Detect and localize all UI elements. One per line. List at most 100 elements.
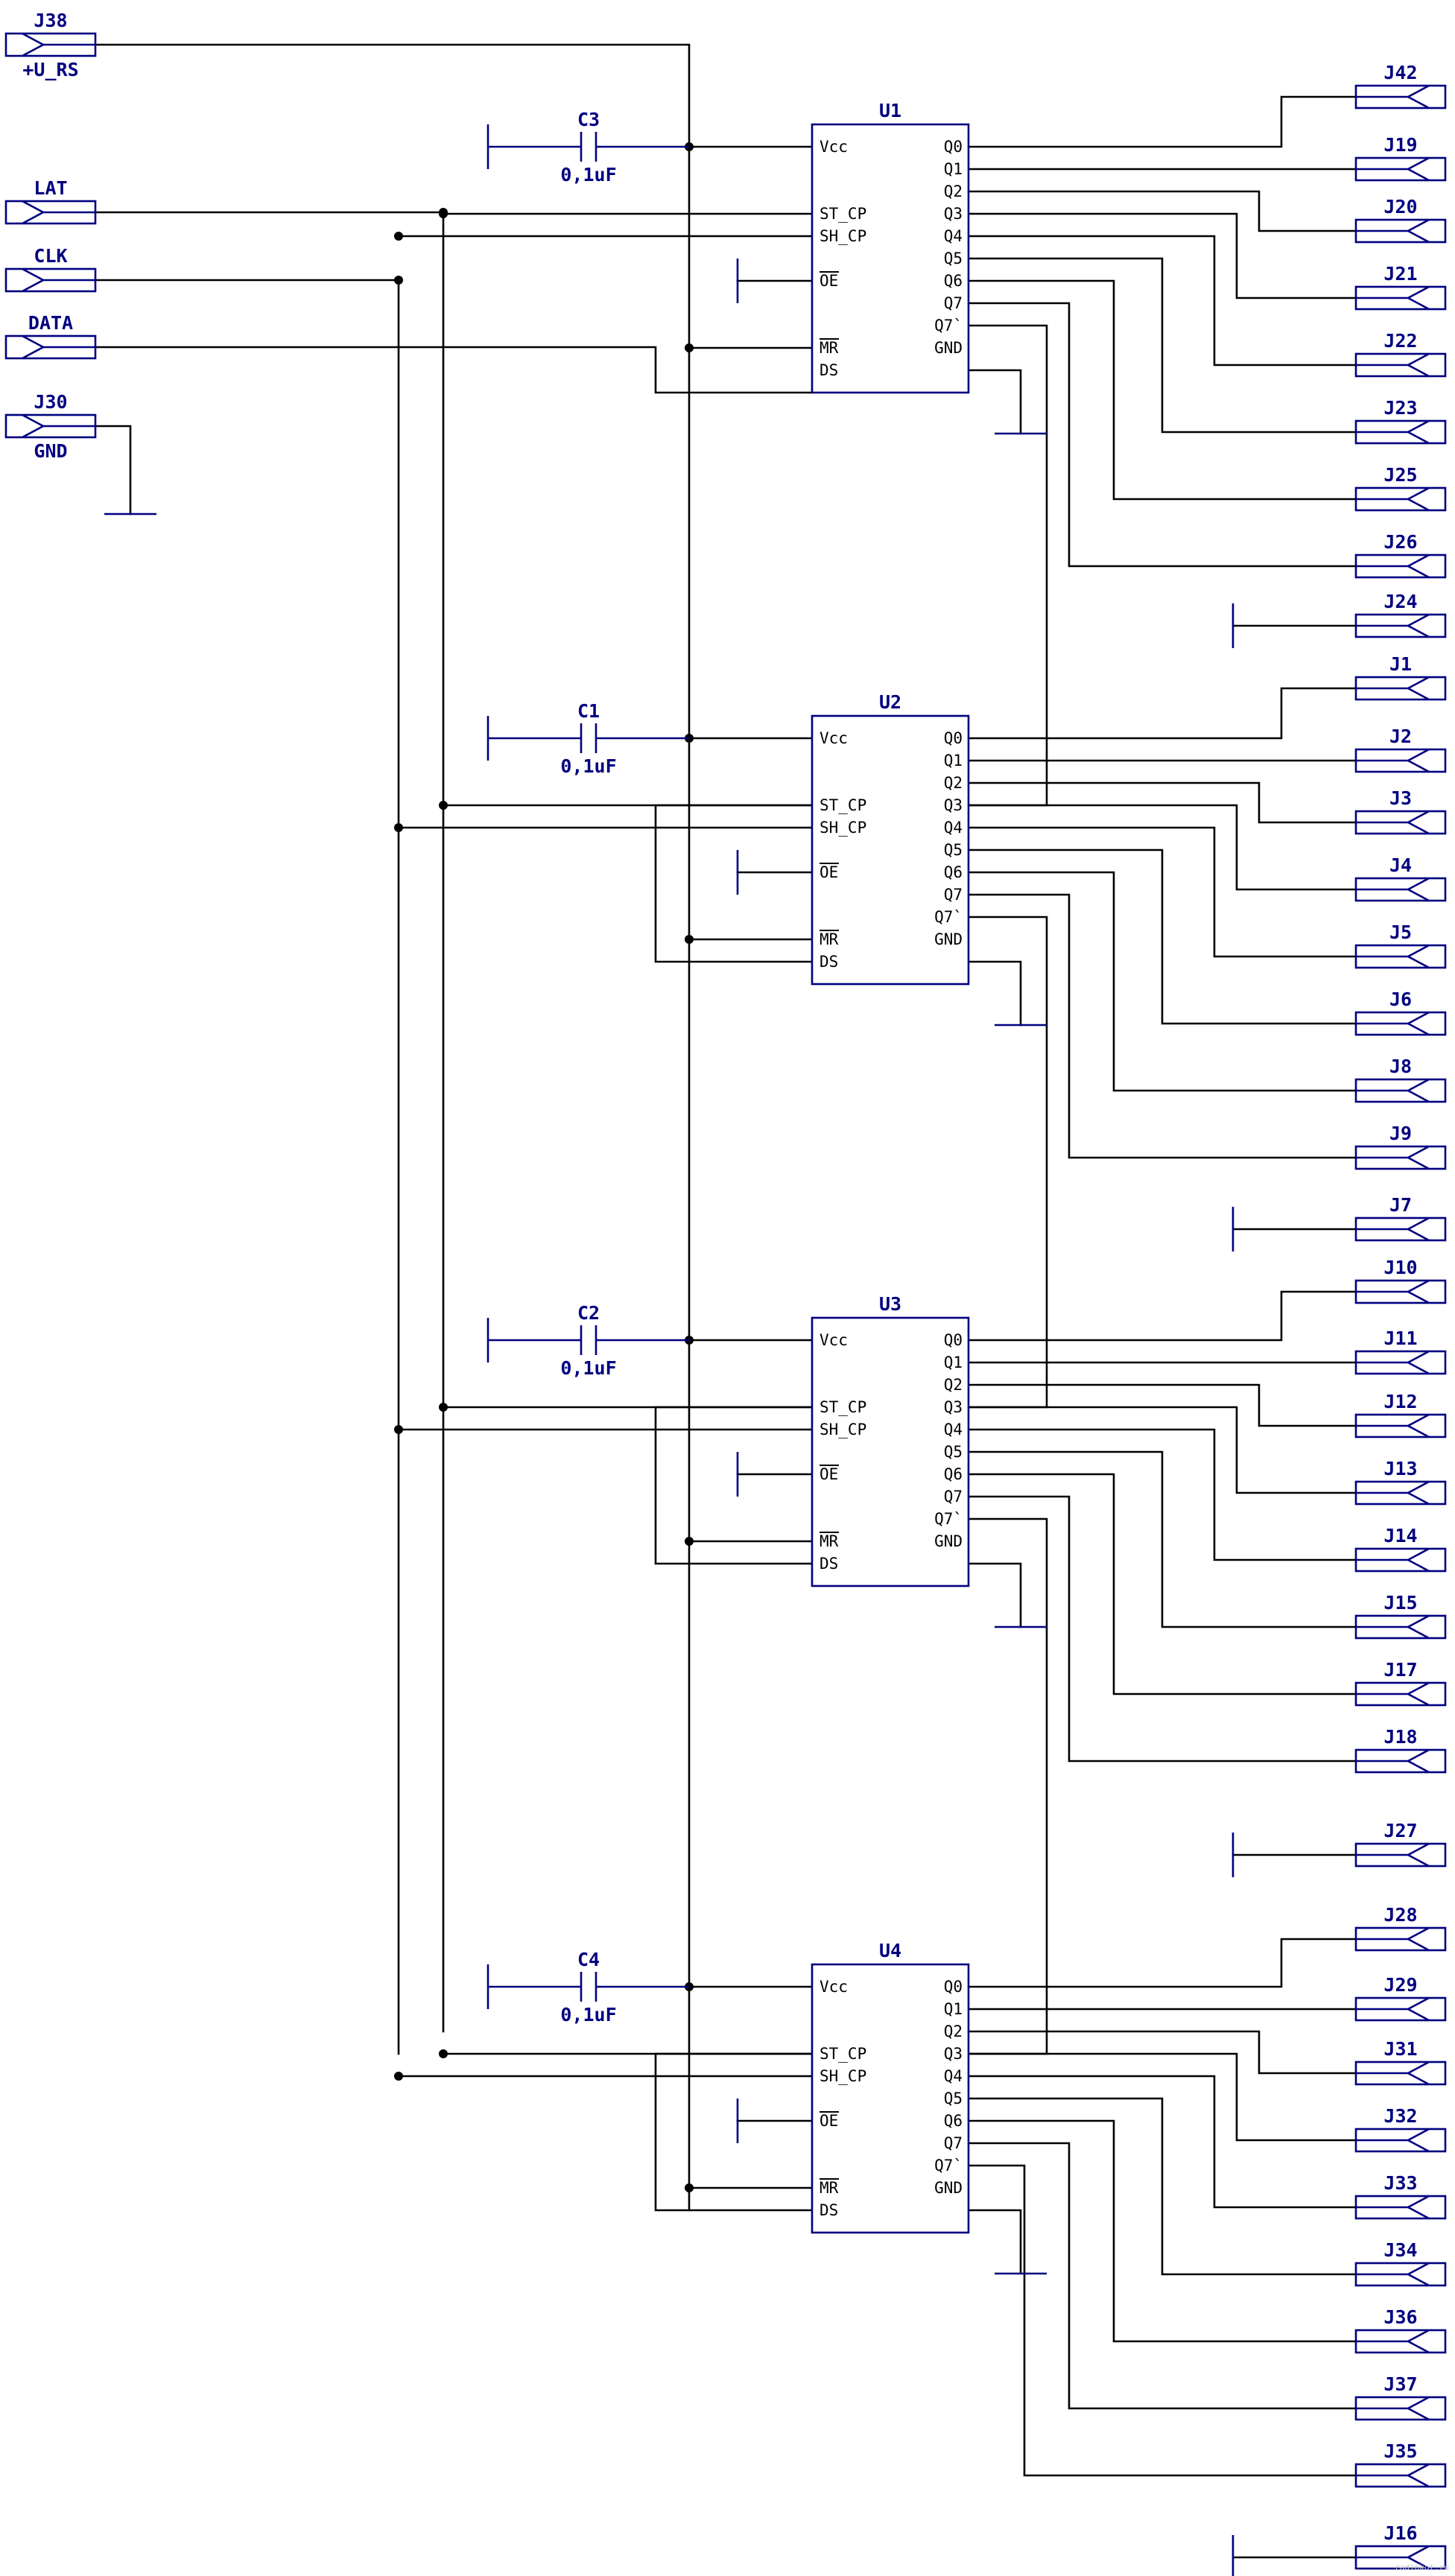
pin-sh_cp: SH_CP <box>820 819 866 837</box>
connector-label: J16 <box>1383 2522 1417 2544</box>
output-wire <box>967 190 1357 232</box>
capacitor-c4: C40,1uF <box>488 1949 689 2025</box>
connector-chevron <box>1406 1748 1430 1774</box>
output-wire <box>967 2119 1357 2343</box>
pin-st_cp: ST_CP <box>820 2045 866 2063</box>
connector-chevron <box>1406 748 1430 773</box>
connector-label: J26 <box>1383 531 1417 553</box>
connector-chevron <box>1406 486 1430 512</box>
pin-1: Q1 <box>944 1354 963 1371</box>
connector-chevron <box>1406 1842 1430 1868</box>
pin-1: Q1 <box>944 752 963 770</box>
vcc-bus <box>94 43 691 2212</box>
output-wire <box>967 871 1357 1092</box>
connector-j26: J26 <box>1354 531 1447 579</box>
gnd-wire <box>967 2209 1022 2275</box>
output-wire <box>967 687 1357 740</box>
output-wire <box>967 1406 1357 1494</box>
output-wire <box>967 1383 1357 1427</box>
connector-j14: J14 <box>1354 1525 1447 1573</box>
connector-chevron <box>1406 218 1430 244</box>
pin-3: Q3 <box>944 205 963 223</box>
pin-5: Q5 <box>944 2090 963 2107</box>
pin-5: Q5 <box>944 841 963 859</box>
junction-dot <box>439 801 448 810</box>
pin-mr: MR <box>820 1532 839 1550</box>
net-label: +U_RS <box>22 59 78 80</box>
pin-6: Q6 <box>944 863 963 881</box>
pin-1: Q1 <box>944 160 963 178</box>
output-wire <box>967 235 1357 367</box>
pin-oe: OE <box>820 272 838 290</box>
connector-label: J18 <box>1383 1726 1417 1748</box>
connector-chevron <box>1406 419 1430 445</box>
junction-dot <box>439 1403 448 1412</box>
connector-label: J35 <box>1383 2440 1417 2462</box>
pin-3: Q3 <box>944 1398 963 1416</box>
connector-label: J10 <box>1383 1257 1417 1278</box>
ic-u1: U1VccST_CPSH_CPOEMRDSQ0Q1Q2Q3Q4Q5Q6Q7Q7`… <box>811 100 970 394</box>
junction-dot <box>394 232 403 241</box>
pin-0: Q0 <box>944 729 963 747</box>
connector-j37: J37 <box>1354 2373 1447 2421</box>
pin-sh_cp: SH_CP <box>820 2067 866 2085</box>
pin-st_cp: ST_CP <box>820 796 866 814</box>
ic-u2: U2VccST_CPSH_CPOEMRDSQ0Q1Q2Q3Q4Q5Q6Q7Q7`… <box>811 691 970 986</box>
connector-j10: J10 <box>1354 1257 1447 1304</box>
output-wire <box>967 893 1357 1159</box>
connector-chevron <box>1406 2128 1430 2153</box>
connector-chevron <box>1406 285 1430 311</box>
connector-j24: J24 <box>1354 591 1447 638</box>
pin-ds: DS <box>820 1555 838 1573</box>
connector-label: J29 <box>1383 1974 1417 1996</box>
connector-j17: J17 <box>1354 1659 1447 1707</box>
connector-j2: J2 <box>1354 726 1447 773</box>
pin-6: Q6 <box>944 272 963 290</box>
connector-label: J25 <box>1383 464 1417 486</box>
output-wire <box>967 848 1357 1025</box>
pin-9: GND <box>934 930 963 948</box>
connector-chevron <box>1406 1413 1430 1438</box>
connector-chevron <box>1406 1614 1430 1640</box>
connector-label: J38 <box>34 10 67 31</box>
output-wire <box>967 2075 1357 2209</box>
pin-oe: OE <box>820 1465 838 1483</box>
capacitor-label: C1 <box>577 700 600 722</box>
output-wire <box>967 2142 1357 2410</box>
connector-chevron <box>1406 1996 1430 2022</box>
pin-7: Q7 <box>944 1488 963 1506</box>
connector-chevron <box>1406 2262 1430 2287</box>
pin-sh_cp: SH_CP <box>820 1421 866 1438</box>
junction-dot <box>394 276 403 285</box>
capacitor-c2: C2 0,1uF <box>488 1302 689 1379</box>
connector-label: J36 <box>1383 2306 1417 2328</box>
output-wire <box>967 1290 1357 1342</box>
pin-mr: MR <box>820 339 839 357</box>
output-wire <box>967 2030 1357 2075</box>
junction-dot <box>394 1425 403 1434</box>
pin-8: Q7` <box>934 1510 963 1528</box>
capacitor-value: 0,1uF <box>560 1357 616 1379</box>
pin-2: Q2 <box>944 183 963 200</box>
ic-u4: U4VccST_CPSH_CPOEMRDSQ0Q1Q2Q3Q4Q5Q6Q7Q7`… <box>811 1940 970 2234</box>
connector-label: J2 <box>1389 726 1412 747</box>
connector-label: J23 <box>1383 397 1417 419</box>
connector-label: J17 <box>1383 1659 1417 1681</box>
ic-reference: U3 <box>879 1293 901 1315</box>
junction-dot <box>439 2049 448 2058</box>
connector-j13: J13 <box>1354 1458 1447 1506</box>
junction-dot <box>685 2183 694 2192</box>
connector-chevron <box>1406 877 1430 902</box>
pin-ds: DS <box>820 361 838 379</box>
connector-j8: J8 <box>1354 1056 1447 1103</box>
connector-j29: J29 <box>1354 1974 1447 2022</box>
output-wire <box>967 2052 1357 2142</box>
junction-dot <box>685 343 694 352</box>
capacitor-label: C2 <box>577 1302 600 1324</box>
pin-st_cp: ST_CP <box>820 1398 866 1416</box>
connector-clk: CLK <box>4 245 97 293</box>
connector-label: J11 <box>1383 1327 1417 1349</box>
connector-j4: J4 <box>1354 854 1447 902</box>
pin-7: Q7 <box>944 886 963 904</box>
clk-bus <box>94 279 400 2055</box>
